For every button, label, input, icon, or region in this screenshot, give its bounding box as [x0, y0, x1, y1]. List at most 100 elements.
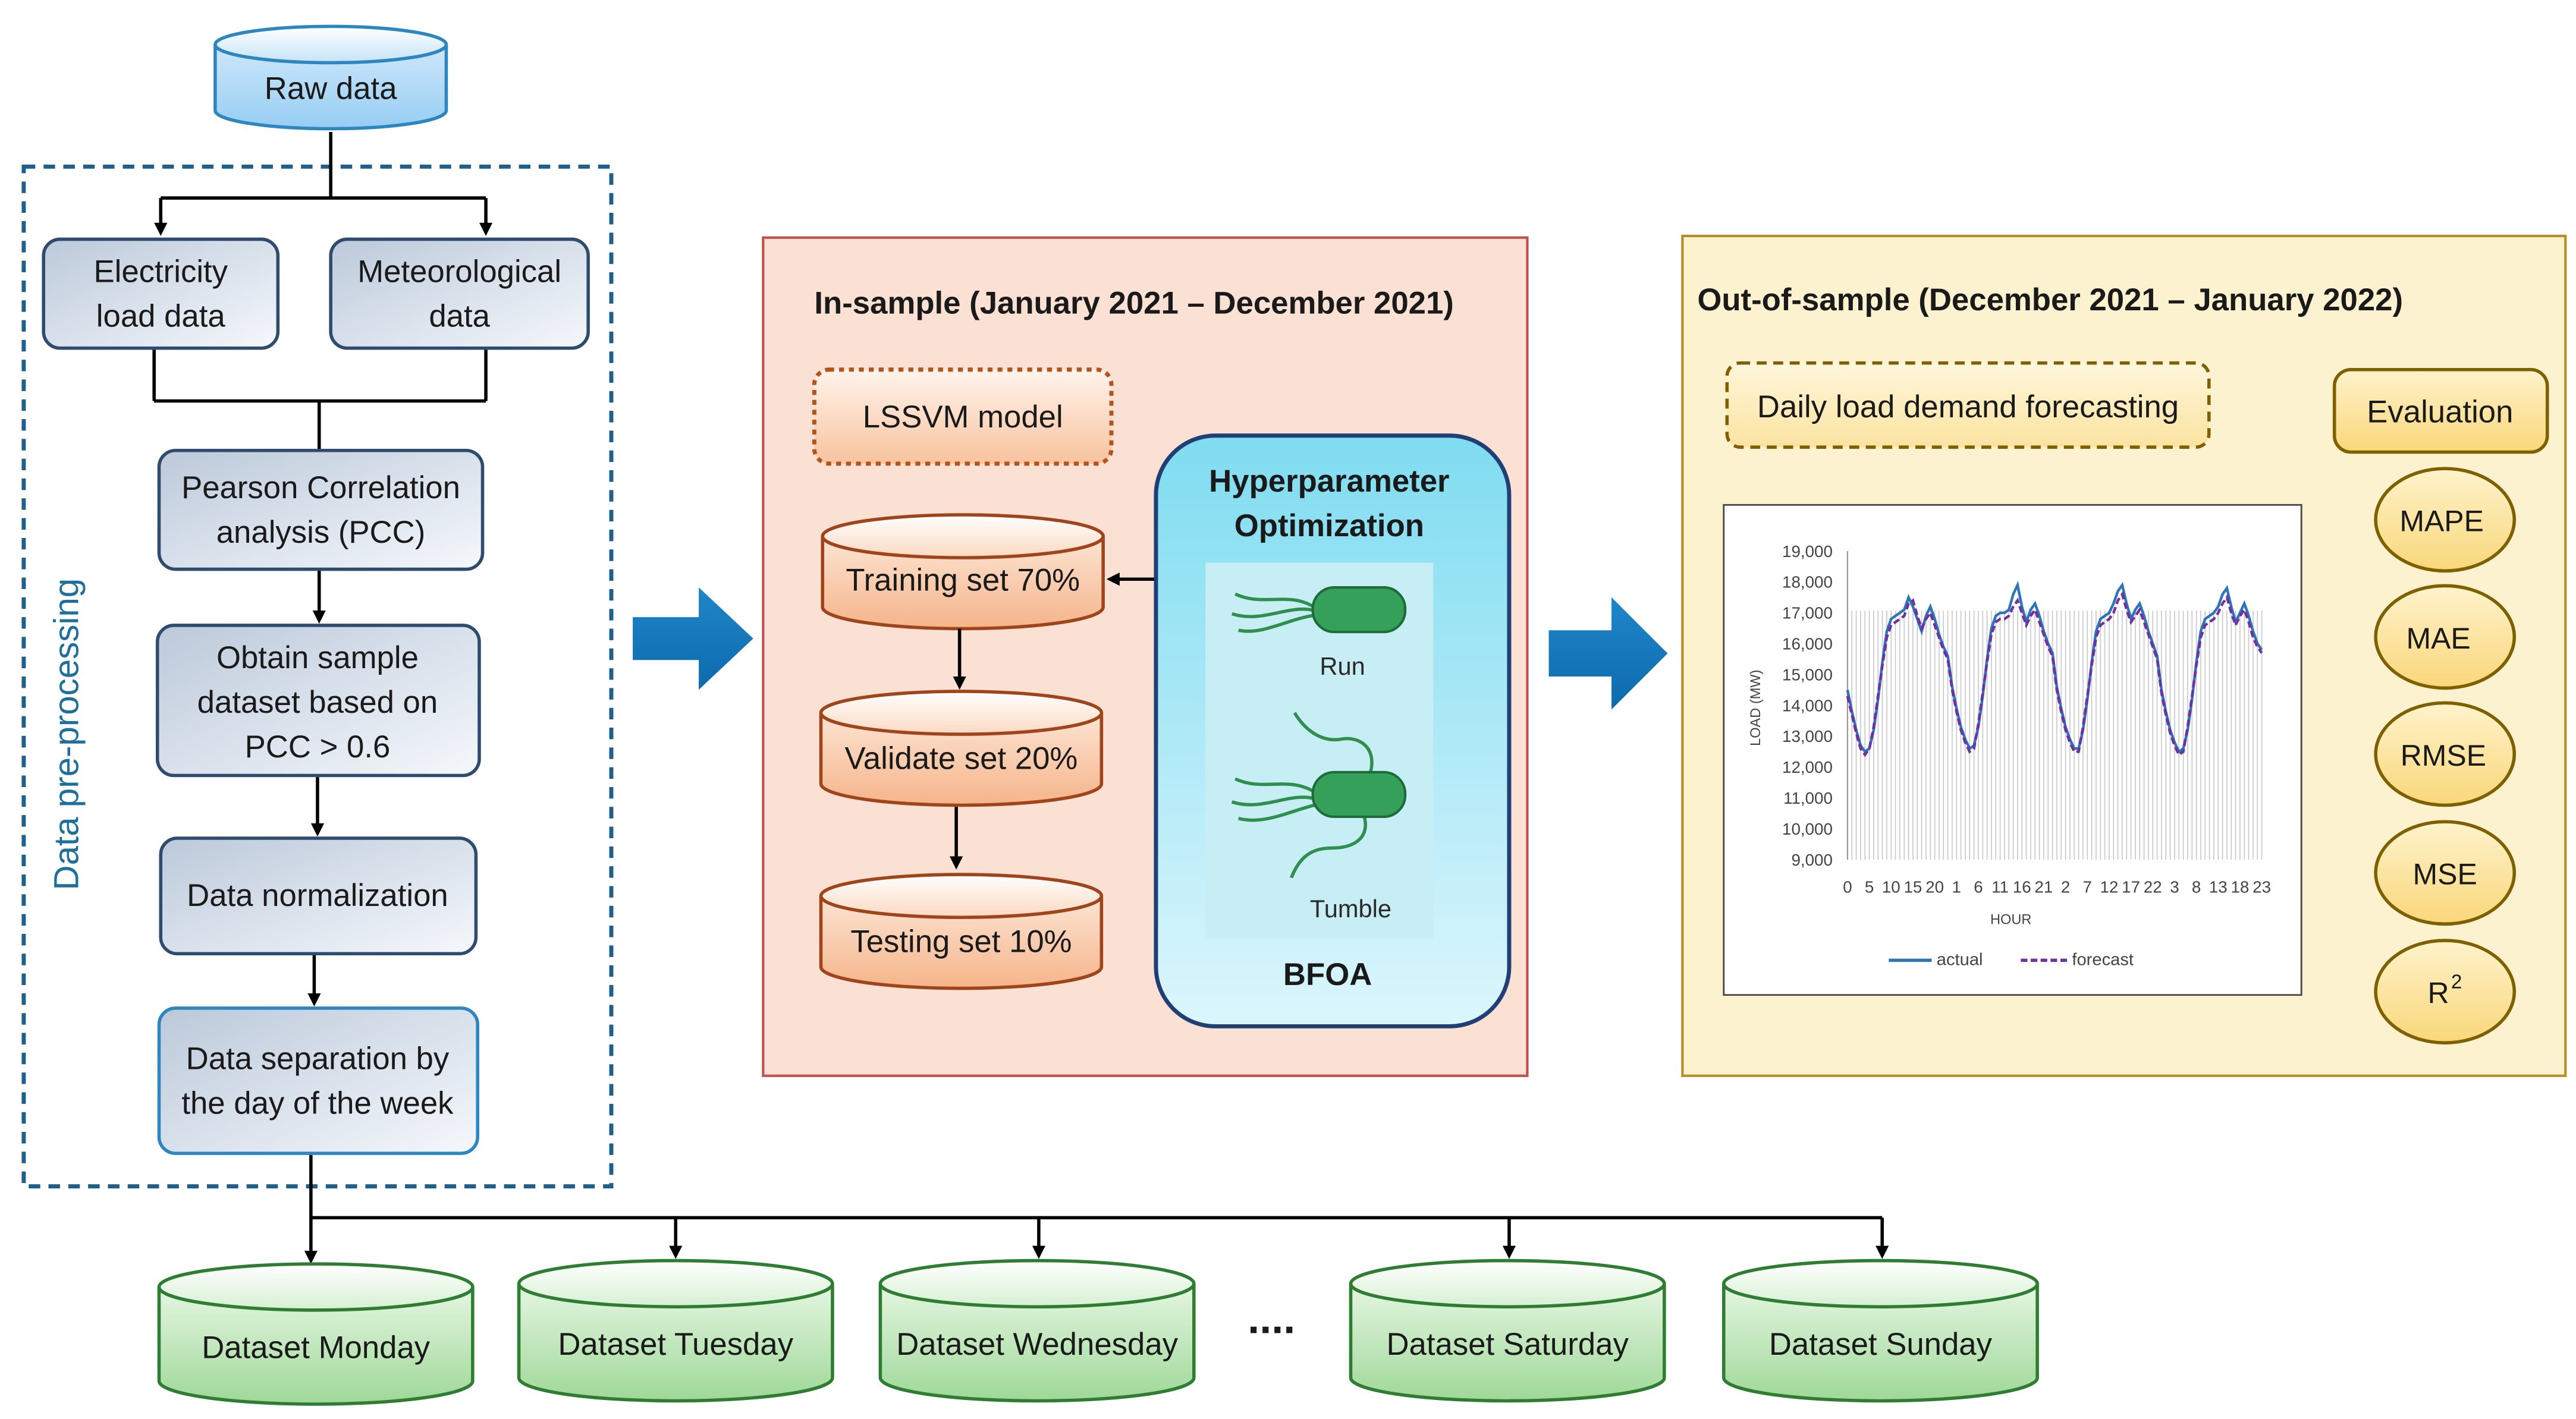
- dataset-wednesday-cylinder: Dataset Wednesday: [878, 1258, 1196, 1403]
- in-sample-title: In-sample (January 2021 – December 2021): [814, 285, 1453, 320]
- separation-line-1: Data separation by: [186, 1042, 450, 1077]
- chart-x-tick-label: 5: [1865, 878, 1874, 896]
- normalization-box: Data normalization: [159, 836, 478, 956]
- big-arrow-left: [633, 587, 753, 690]
- metric-rmse: RMSE: [2374, 701, 2517, 807]
- connector-raw-split: [152, 132, 493, 1007]
- legend-forecast-label: forecast: [2072, 951, 2134, 970]
- preprocessing-container: [21, 164, 614, 1189]
- chart-y-tick-label: 19,000: [1782, 542, 1833, 561]
- chart-series-forecast: [1846, 591, 2263, 757]
- obtain-line-2: dataset based on: [197, 685, 438, 720]
- chart-y-tick-label: 11,000: [1783, 789, 1833, 807]
- bacterium-run-icon: [1231, 586, 1407, 634]
- daily-forecasting-box: Daily load demand forecasting: [1725, 361, 2211, 449]
- obtain-sample-box: Obtain sample dataset based on PCC > 0.6: [155, 624, 481, 778]
- daily-forecasting-label: Daily load demand forecasting: [1757, 389, 2179, 424]
- chart-x-tick-label: 11: [1991, 878, 2009, 896]
- dataset-sunday-cylinder: Dataset Sunday: [1721, 1258, 2039, 1403]
- validate-set-cylinder: Validate set 20%: [819, 690, 1104, 807]
- chart-y-tick-label: 12,000: [1782, 758, 1833, 776]
- testing-set-label: Testing set 10%: [850, 924, 1072, 959]
- chart-ylabel: LOAD (MW): [1748, 670, 1763, 746]
- pearson-line-1: Pearson Correlation: [181, 470, 460, 505]
- chart-legend: actual forecast: [1889, 951, 2134, 970]
- chart-x-tick-label: 15: [1903, 878, 1922, 896]
- normalization-label: Data normalization: [187, 878, 448, 913]
- meteorological-box: Meteorological data: [329, 237, 590, 350]
- chart-x-tick-label: 20: [1925, 878, 1944, 896]
- chart-x-tick-label: 6: [1974, 878, 1983, 896]
- dataset-tuesday-cylinder: Dataset Tuesday: [517, 1258, 834, 1403]
- chart-x-tick-label: 0: [1843, 878, 1852, 896]
- training-set-label: Training set 70%: [846, 563, 1080, 598]
- dataset-saturday-cylinder: Dataset Saturday: [1349, 1258, 1666, 1403]
- separation-box: Data separation by the day of the week: [157, 1006, 479, 1155]
- evaluation-box: Evaluation: [2332, 367, 2549, 454]
- training-set-cylinder: Training set 70%: [821, 513, 1105, 631]
- load-chart: 19,00018,00017,00016,00015,00014,00013,0…: [1723, 504, 2302, 996]
- dataset-wednesday-label: Dataset Wednesday: [896, 1327, 1178, 1362]
- chart-y-tick-label: 17,000: [1782, 604, 1833, 622]
- metric-r2-label: R: [2428, 977, 2449, 1010]
- electricity-line-2: load data: [96, 299, 226, 334]
- tumble-label: Tumble: [1310, 895, 1391, 923]
- obtain-line-3: PCC > 0.6: [245, 729, 391, 764]
- metric-mse: MSE: [2374, 820, 2517, 926]
- preprocessing-label: Data pre-processing: [47, 578, 86, 891]
- pearson-line-2: analysis (PCC): [216, 515, 426, 550]
- out-sample-title: Out-of-sample (December 2021 – January 2…: [1697, 282, 2403, 317]
- pearson-box: Pearson Correlation analysis (PCC): [157, 448, 485, 571]
- chart-x-tick-label: 8: [2192, 878, 2201, 896]
- chart-y-ticks: 19,00018,00017,00016,00015,00014,00013,0…: [1782, 542, 1833, 869]
- big-arrow-right: [1548, 597, 1668, 710]
- metric-mae-label: MAE: [2406, 622, 2470, 655]
- chart-y-tick-label: 14,000: [1782, 696, 1833, 715]
- metric-mae: MAE: [2374, 584, 2517, 690]
- metric-mape-label: MAPE: [2399, 505, 2484, 538]
- chart-xlabel: HOUR: [1990, 911, 2031, 927]
- chart-y-tick-label: 15,000: [1782, 665, 1833, 684]
- chart-x-tick-label: 1: [1952, 878, 1961, 896]
- testing-set-cylinder: Testing set 10%: [819, 873, 1104, 990]
- lssvm-model-box: LSSVM model: [812, 367, 1114, 466]
- datasets-ellipsis: ....: [1248, 1295, 1295, 1343]
- bacterium-tumble-icon: [1231, 712, 1407, 879]
- dataset-monday-cylinder: Dataset Monday: [157, 1262, 475, 1406]
- validate-set-label: Validate set 20%: [845, 741, 1078, 776]
- meteorological-line-1: Meteorological: [357, 254, 561, 290]
- raw-data-cylinder: Raw data: [213, 24, 448, 131]
- dataset-monday-label: Dataset Monday: [202, 1330, 431, 1365]
- chart-x-tick-label: 7: [2083, 878, 2092, 896]
- hyper-line-1: Hyperparameter: [1209, 464, 1449, 499]
- separation-line-2: the day of the week: [181, 1086, 454, 1121]
- dataset-tuesday-label: Dataset Tuesday: [558, 1327, 793, 1362]
- raw-data-label: Raw data: [265, 71, 397, 106]
- electricity-load-box: Electricity load data: [42, 237, 280, 350]
- chart-x-tick-label: 18: [2231, 878, 2249, 896]
- chart-x-tick-label: 21: [2034, 878, 2053, 896]
- chart-y-tick-label: 10,000: [1782, 820, 1833, 838]
- chart-x-tick-label: 17: [2122, 878, 2140, 896]
- chart-x-tick-label: 16: [2013, 878, 2031, 896]
- dataset-sunday-label: Dataset Sunday: [1769, 1327, 1993, 1362]
- chart-x-tick-label: 12: [2100, 878, 2118, 896]
- obtain-line-1: Obtain sample: [216, 640, 419, 675]
- chart-series: [1846, 581, 2263, 757]
- chart-x-tick-label: 3: [2170, 878, 2179, 896]
- chart-x-tick-label: 2: [2061, 878, 2070, 896]
- dataset-saturday-label: Dataset Saturday: [1386, 1327, 1629, 1362]
- chart-x-tick-label: 10: [1882, 878, 1900, 896]
- chart-y-tick-label: 16,000: [1782, 634, 1833, 653]
- chart-grid: [1846, 551, 2263, 860]
- evaluation-label: Evaluation: [2367, 395, 2513, 430]
- metric-mse-label: MSE: [2413, 858, 2477, 891]
- connector-datasets: [304, 1154, 1889, 1264]
- chart-y-tick-label: 9,000: [1791, 851, 1832, 869]
- metric-r2-superscript: 2: [2451, 971, 2462, 993]
- in-sample-connectors: [950, 572, 1156, 870]
- chart-x-tick-label: 23: [2253, 878, 2271, 896]
- electricity-line-1: Electricity: [93, 254, 228, 290]
